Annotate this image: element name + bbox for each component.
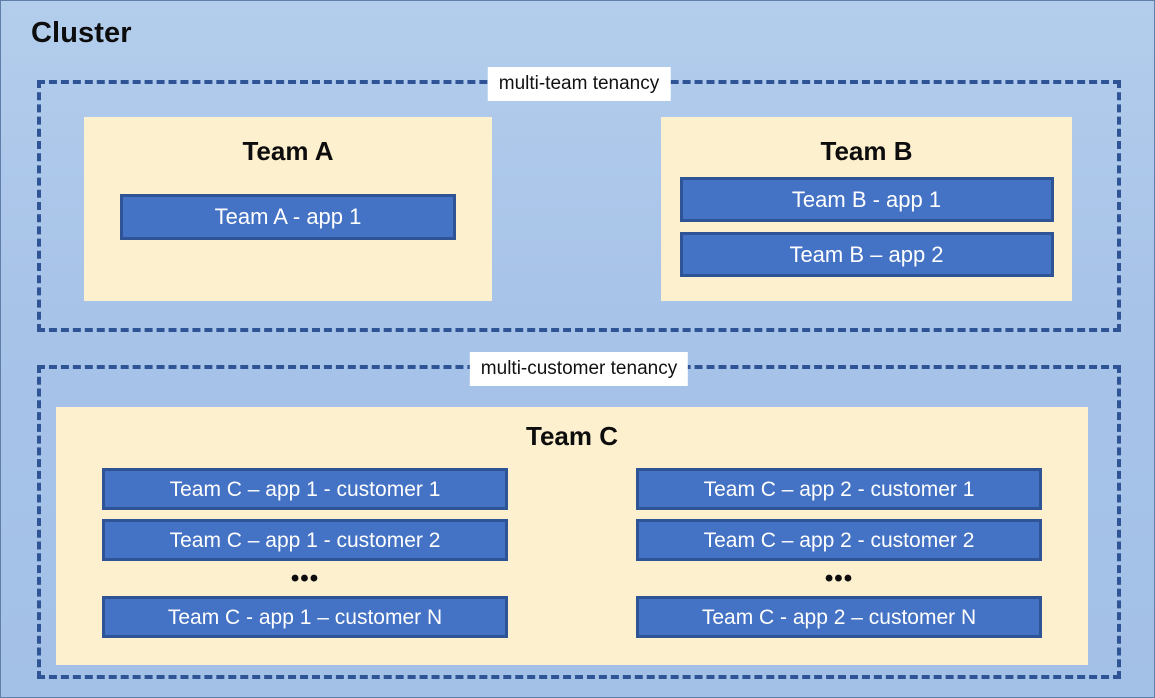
app-box-team-c-app-1-customer-n[interactable]: Team C - app 1 – customer N xyxy=(102,596,508,638)
app-list-team-a: Team A - app 1 xyxy=(120,194,456,240)
app-box-team-c-app-2-customer-2[interactable]: Team C – app 2 - customer 2 xyxy=(636,519,1042,561)
app-box-team-c-app-2-customer-1[interactable]: Team C – app 2 - customer 1 xyxy=(636,468,1042,510)
team-c-columns: Team C – app 1 - customer 1 Team C – app… xyxy=(102,468,1042,638)
app-box-team-a-app-1[interactable]: Team A - app 1 xyxy=(120,194,456,240)
team-panel-team-c: Team C Team C – app 1 - customer 1 Team … xyxy=(56,407,1088,665)
app-list-team-b: Team B - app 1 Team B – app 2 xyxy=(679,177,1054,277)
team-panel-team-a: Team A Team A - app 1 xyxy=(84,117,492,301)
app-box-team-b-app-2[interactable]: Team B – app 2 xyxy=(679,232,1054,277)
app-box-team-c-app-2-customer-n[interactable]: Team C - app 2 – customer N xyxy=(636,596,1042,638)
app-box-team-c-app-1-customer-2[interactable]: Team C – app 1 - customer 2 xyxy=(102,519,508,561)
app-column-team-c-app-2: Team C – app 2 - customer 1 Team C – app… xyxy=(636,468,1042,638)
team-panel-team-b: Team B Team B - app 1 Team B – app 2 xyxy=(661,117,1072,301)
cluster-title: Cluster xyxy=(31,17,132,49)
tenancy-label-multi-customer: multi-customer tenancy xyxy=(469,352,689,386)
ellipsis-team-c-app-2: ••• xyxy=(824,565,854,592)
team-title-team-a: Team A xyxy=(242,136,334,166)
app-box-team-b-app-1[interactable]: Team B - app 1 xyxy=(679,177,1054,222)
tenancy-group-multi-customer: multi-customer tenancy xyxy=(37,352,1121,679)
app-column-team-c-app-1: Team C – app 1 - customer 1 Team C – app… xyxy=(102,468,508,638)
tenancy-group-multi-team: multi-team tenancy xyxy=(37,67,1121,332)
app-box-team-c-app-1-customer-1[interactable]: Team C – app 1 - customer 1 xyxy=(102,468,508,510)
tenancy-label-multi-team: multi-team tenancy xyxy=(487,67,671,101)
team-title-team-b: Team B xyxy=(820,136,913,166)
ellipsis-team-c-app-1: ••• xyxy=(290,565,320,592)
team-title-team-c: Team C xyxy=(526,421,618,451)
